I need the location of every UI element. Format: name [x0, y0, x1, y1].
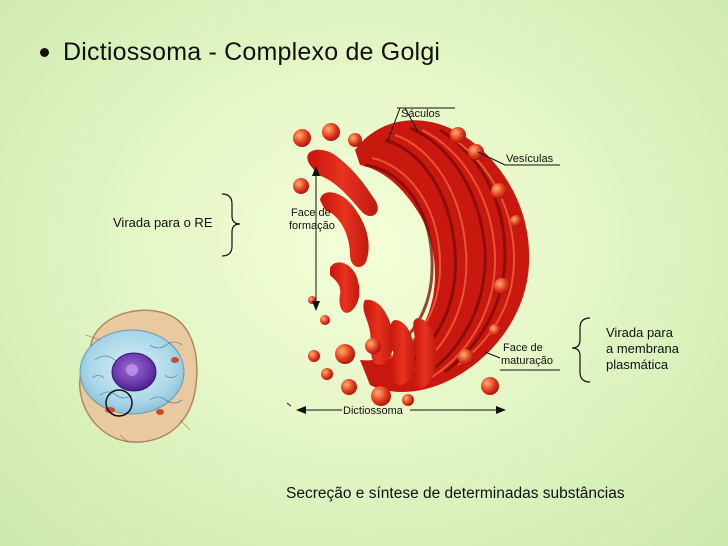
label-lines: [286, 107, 560, 414]
face-formacao-line-2: formação: [289, 220, 335, 232]
face-formacao-line-1: Face de: [291, 207, 331, 219]
title-row: Dictiossoma - Complexo de Golgi: [40, 38, 440, 67]
bottom-caption: Secreção e síntese de determinadas subst…: [286, 485, 625, 502]
label-virada-membrana: Virada para a membrana plasmática: [606, 325, 706, 373]
dictiossoma-label: Dictiossoma: [343, 405, 404, 417]
face-maturacao-line-1: Face de: [503, 342, 543, 354]
vesiculas-label: Vesículas: [506, 153, 554, 165]
label-membrana-line-2: a membrana: [606, 341, 679, 356]
slide-title: Dictiossoma - Complexo de Golgi: [63, 38, 441, 66]
highlight-circle: [105, 389, 133, 417]
saculos-label: Sáculos: [401, 108, 441, 120]
cell-illustration: [78, 309, 198, 443]
right-brace: [571, 317, 591, 383]
vesicles: [293, 123, 522, 406]
left-brace: [221, 193, 241, 257]
golgi-apparatus: [307, 120, 530, 392]
braces: [221, 193, 591, 383]
face-maturacao-line-2: maturação: [501, 355, 553, 367]
bullet-icon: [40, 48, 49, 57]
label-virada-re: Virada para o RE: [113, 215, 213, 230]
label-membrana-line-3: plasmática: [606, 357, 669, 372]
label-membrana-line-1: Virada para: [606, 325, 673, 340]
